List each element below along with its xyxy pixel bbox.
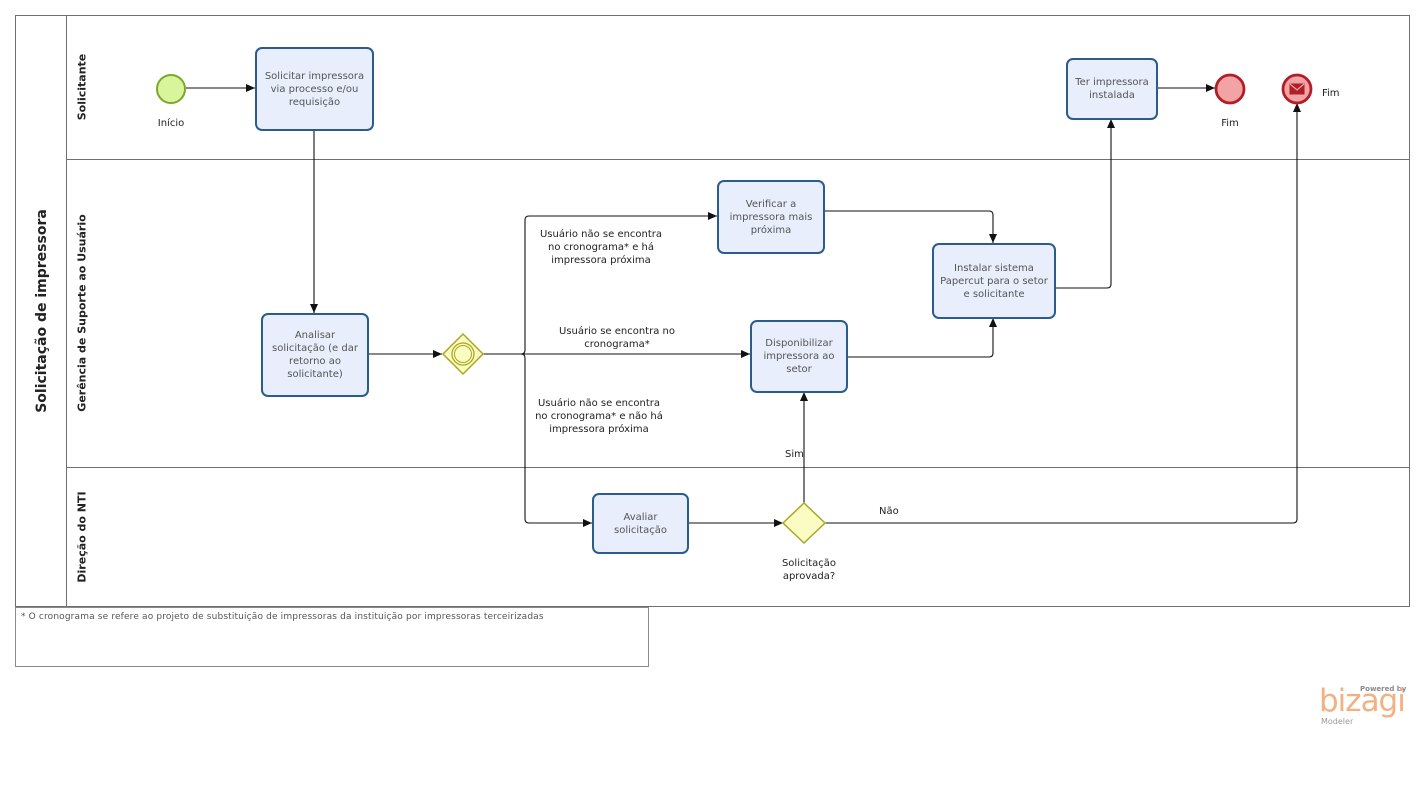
envelope-icon	[1289, 83, 1305, 95]
lane-divider	[66, 467, 1410, 468]
task-disponibilizar-impressora[interactable]: Disponibilizar impressora ao setor	[750, 320, 848, 393]
footnote-annotation: * O cronograma se refere ao projeto de s…	[15, 607, 649, 667]
flow-verificar-to-instalar	[824, 210, 997, 243]
task-solicitar-impressora[interactable]: Solicitar impressora via processo e/ou r…	[255, 47, 374, 131]
flow-label-sim: Sim	[785, 449, 804, 460]
bizagi-logo: bizagi	[1319, 683, 1406, 719]
flow-label-nao-ha-nao-proxima: Usuário não se encontra no cronograma* e…	[535, 398, 663, 435]
powered-by-label: Powered by	[1360, 685, 1407, 693]
start-label: Início	[157, 118, 185, 129]
flow-gateway-to-avaliar	[483, 353, 592, 527]
task-verificar-impressora[interactable]: Verificar a impressora mais próxima	[717, 180, 825, 254]
flow-label-nao: Não	[879, 506, 899, 517]
end-label: Fim	[1221, 118, 1239, 129]
task-ter-impressora-instalada[interactable]: Ter impressora instalada	[1066, 58, 1158, 120]
start-event	[156, 74, 186, 104]
gateway-label-aprovada: Solicitação aprovada?	[781, 558, 837, 582]
lane-divider	[66, 159, 1410, 160]
flow-nao-to-fim	[825, 103, 1301, 524]
decision-gateway-aprovada	[781, 501, 827, 545]
flow-instalar-to-ter	[1055, 119, 1115, 289]
pool-border	[15, 15, 1410, 607]
decision-gateway-cronograma	[441, 332, 485, 376]
pool-header	[15, 15, 67, 607]
end-event	[1214, 73, 1246, 105]
flow-label-no-cronograma: Usuário se encontra no cronograma*	[559, 326, 675, 350]
end-message-label: Fim	[1322, 88, 1340, 99]
bizagi-product-label: Modeler	[1321, 717, 1354, 726]
task-instalar-papercut[interactable]: Instalar sistema Papercut para o setor e…	[932, 243, 1056, 319]
flow-label-nao-ha-proxima: Usuário não se encontra no cronograma* e…	[539, 229, 663, 266]
task-avaliar-solicitacao[interactable]: Avaliar solicitação	[592, 493, 689, 554]
flow-disponibilizar-to-instalar	[847, 318, 997, 358]
task-analisar-solicitacao[interactable]: Analisar solicitação (e dar retorno ao s…	[261, 313, 369, 397]
